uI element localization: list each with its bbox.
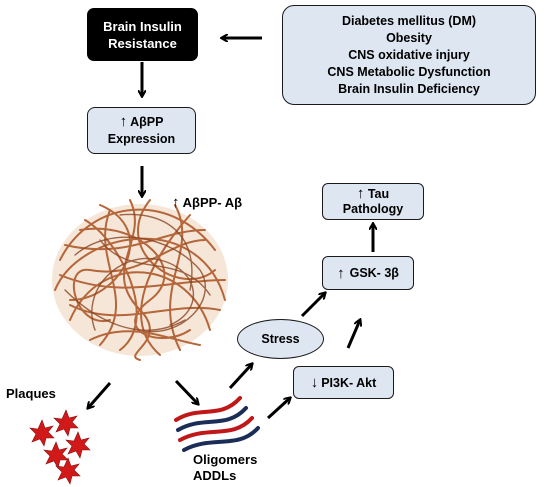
cause-item: CNS Metabolic Dysfunction bbox=[327, 64, 491, 79]
oligomers-line2: ADDLs bbox=[193, 468, 237, 483]
gsk3b-label: GSK- 3β bbox=[349, 266, 399, 280]
stress-label: Stress bbox=[261, 332, 300, 346]
cause-item: Brain Insulin Deficiency bbox=[338, 81, 480, 96]
pi3k-akt-box: ↓ PI3K- Akt bbox=[293, 366, 394, 399]
pi3k-akt-label: PI3K- Akt bbox=[321, 375, 377, 390]
gsk3b-box: ↑ GSK- 3β bbox=[322, 256, 414, 290]
oligomers-label: Oligomers ADDLs bbox=[193, 452, 257, 484]
expression-label: Expression bbox=[107, 132, 176, 146]
arrow-fibrils-to-plaques bbox=[88, 382, 112, 408]
abpp-ab-label: ↑ AβPP- Aβ bbox=[172, 194, 242, 211]
causes-box: Diabetes mellitus (DM) Obesity CNS oxida… bbox=[282, 5, 536, 105]
cause-item: Obesity bbox=[386, 30, 432, 45]
stress-node: Stress bbox=[237, 319, 324, 359]
brain-insulin-resistance-line1: Brain Insulin bbox=[103, 18, 182, 34]
abpp-label: AβPP bbox=[130, 115, 164, 129]
oligomer-ribbons bbox=[174, 396, 260, 452]
arrow-pi3k-to-gsk bbox=[346, 320, 360, 349]
tau-label: Tau bbox=[367, 187, 390, 201]
up-arrow-icon: ↑ bbox=[119, 113, 128, 130]
amyloid-fibril-tangle bbox=[52, 199, 228, 361]
abpp-ab-text: AβPP- Aβ bbox=[182, 195, 243, 210]
plaque-stars bbox=[29, 409, 91, 485]
abpp-expression-box: ↑ AβPP Expression bbox=[87, 107, 196, 154]
arrow-stress-to-gsk bbox=[300, 293, 325, 318]
oligomers-line1: Oligomers bbox=[193, 452, 258, 467]
pathology-label: Pathology bbox=[342, 202, 404, 216]
arrow-oligomers-to-stress bbox=[228, 364, 252, 390]
tau-pathology-box: ↑ Tau Pathology bbox=[322, 183, 424, 220]
up-arrow-icon: ↑ bbox=[172, 194, 180, 211]
arrow-fibrils-to-oligomers bbox=[174, 379, 198, 404]
cause-item: CNS oxidative injury bbox=[348, 47, 470, 62]
down-arrow-icon: ↓ bbox=[310, 374, 319, 391]
amyloid-fibril-tangle-dark bbox=[64, 213, 211, 333]
brain-insulin-resistance-line2: Resistance bbox=[108, 35, 177, 51]
up-arrow-icon: ↑ bbox=[356, 185, 365, 202]
brain-insulin-resistance-box: Brain Insulin Resistance bbox=[87, 8, 198, 61]
cause-item: Diabetes mellitus (DM) bbox=[341, 13, 477, 28]
plaques-label: Plaques bbox=[6, 386, 56, 401]
arrow-oligomers-to-pi3k bbox=[266, 398, 290, 420]
up-arrow-icon: ↑ bbox=[337, 264, 345, 282]
